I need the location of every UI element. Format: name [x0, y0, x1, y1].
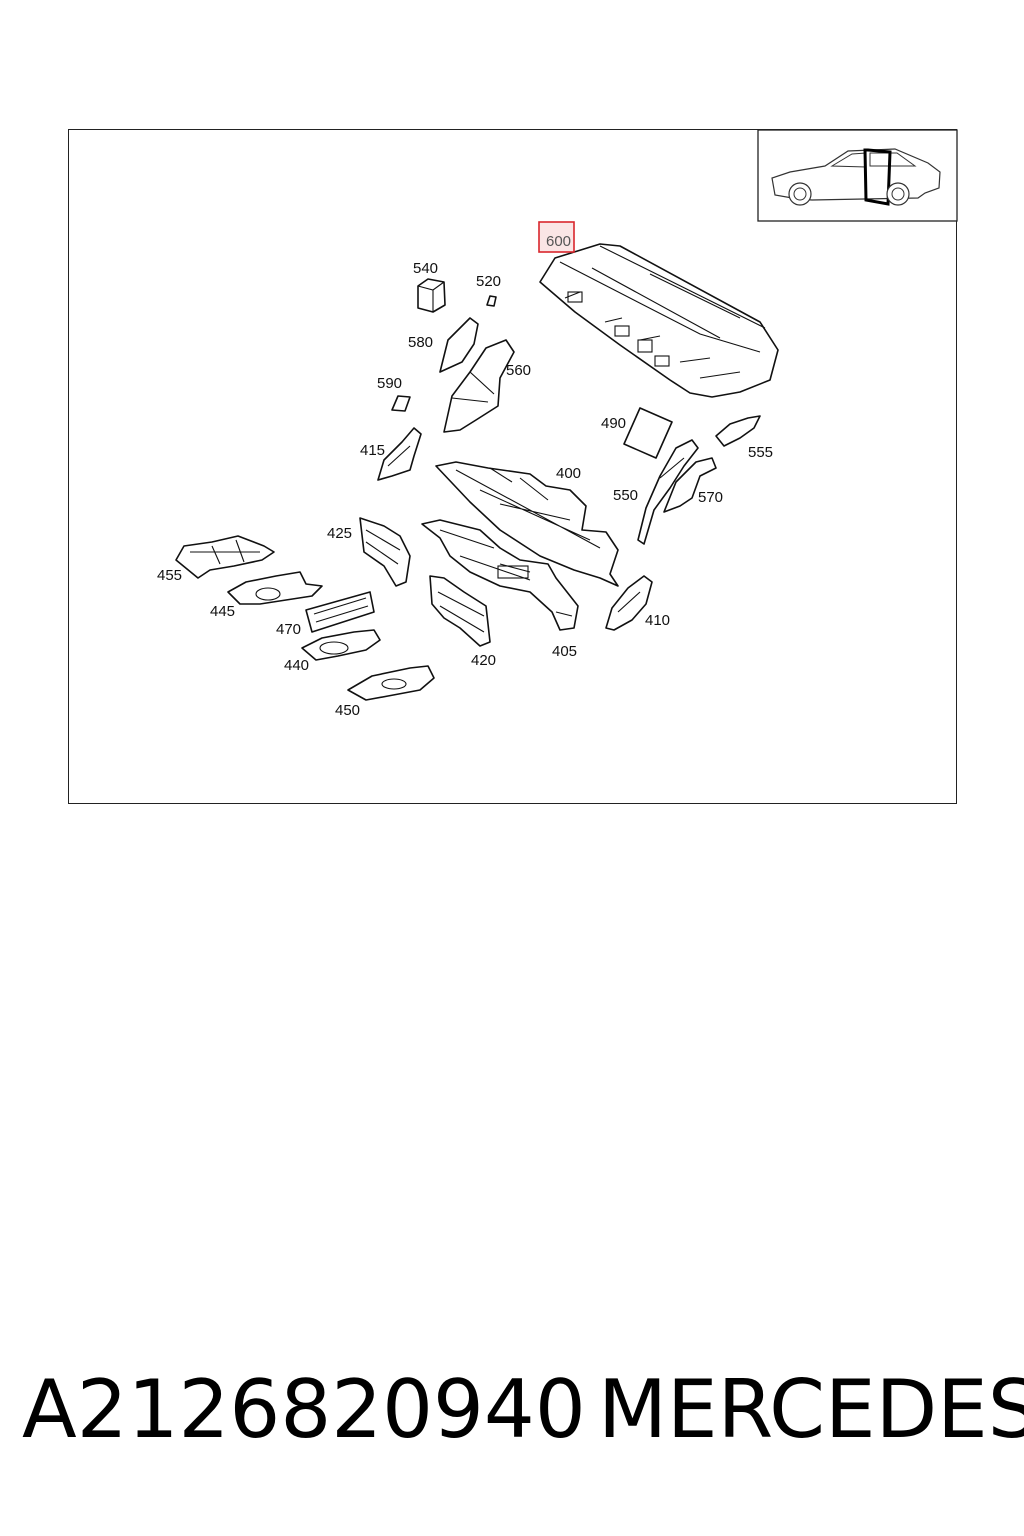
callout-590: 590	[377, 375, 402, 392]
callout-540: 540	[413, 260, 438, 277]
part-570	[663, 457, 717, 513]
part-520	[486, 295, 497, 307]
callout-450: 450	[335, 702, 360, 719]
part-550	[637, 439, 699, 545]
brand-name: MERCEDES	[598, 1363, 1024, 1456]
callout-400: 400	[556, 465, 581, 482]
callout-490: 490	[601, 415, 626, 432]
callout-560: 560	[506, 362, 531, 379]
callout-580: 580	[408, 334, 433, 351]
part-580	[439, 317, 479, 373]
part-415	[377, 427, 422, 481]
callout-455: 455	[157, 567, 182, 584]
callout-415: 415	[360, 442, 385, 459]
callout-405: 405	[552, 643, 577, 660]
part-400-floor-panel	[435, 461, 619, 587]
callout-520: 520	[476, 273, 501, 290]
part-410	[605, 575, 653, 631]
part-number: A2126820940	[22, 1363, 586, 1456]
callout-420: 420	[471, 652, 496, 669]
callout-555: 555	[748, 444, 773, 461]
callout-600: 600	[546, 233, 571, 250]
callout-410: 410	[645, 612, 670, 629]
part-450	[347, 665, 435, 701]
part-425	[359, 517, 411, 587]
car-thumbnail-icon	[757, 129, 958, 222]
part-490	[623, 407, 673, 459]
part-420	[429, 575, 491, 647]
part-555	[715, 415, 761, 447]
callout-440: 440	[284, 657, 309, 674]
part-440	[301, 629, 381, 661]
part-590	[391, 395, 411, 412]
part-540	[417, 278, 446, 313]
part-405	[421, 519, 579, 631]
diagram-frame	[68, 129, 957, 804]
callout-445: 445	[210, 603, 235, 620]
part-600-rear-shelf	[539, 243, 779, 398]
highlight-box-600	[538, 221, 575, 253]
part-455	[175, 535, 275, 579]
part-470	[305, 591, 375, 633]
part-445	[227, 571, 323, 605]
part-560	[443, 339, 515, 433]
callout-425: 425	[327, 525, 352, 542]
callout-550: 550	[613, 487, 638, 504]
callout-470: 470	[276, 621, 301, 638]
callout-570: 570	[698, 489, 723, 506]
